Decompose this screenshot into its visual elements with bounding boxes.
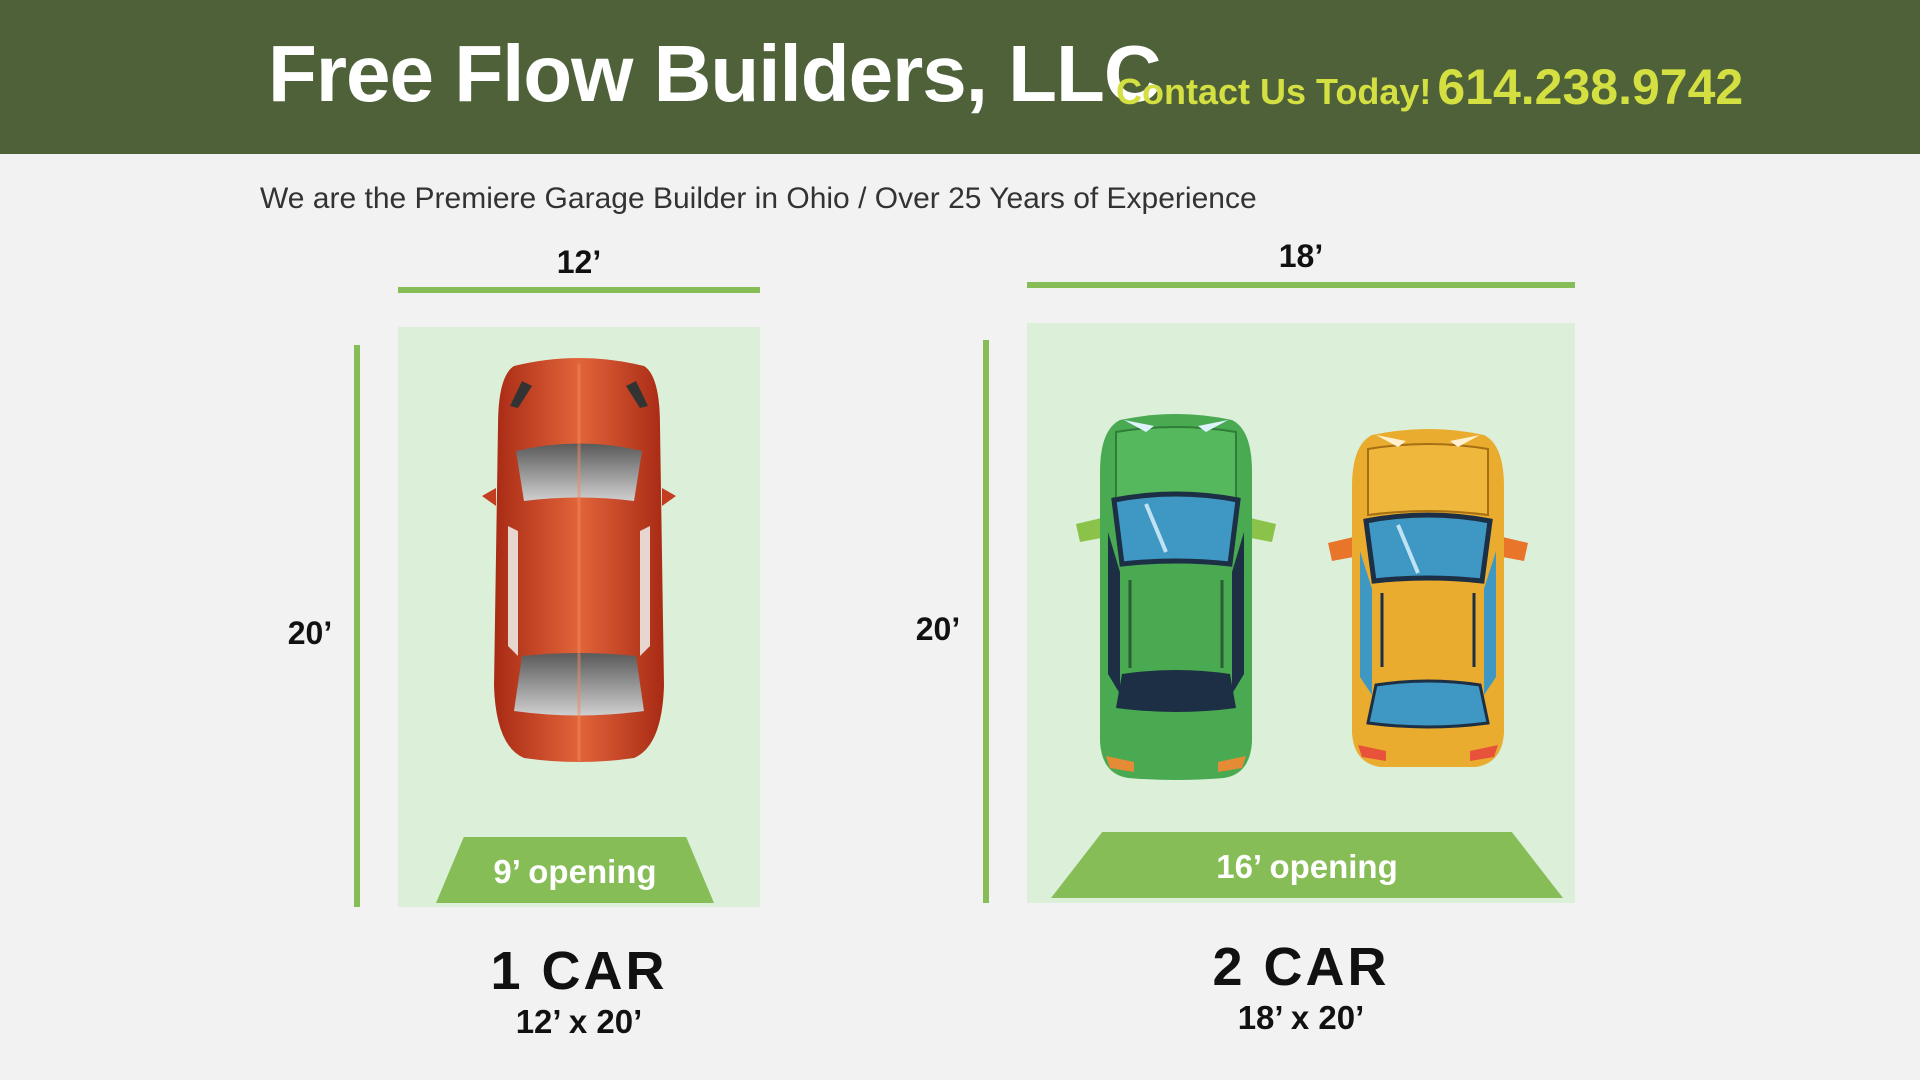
company-name: Free Flow Builders, LLC (268, 29, 1162, 118)
garage-caption: 1 CAR 12’ x 20’ (398, 940, 760, 1042)
depth-dimension-bar (983, 340, 989, 903)
tagline: We are the Premiere Garage Builder in Oh… (260, 182, 1257, 215)
green-car-icon (1076, 414, 1276, 780)
width-label: 18’ (1278, 238, 1324, 274)
opening-label: 16’ opening (1216, 848, 1398, 885)
depth-label: 20’ (915, 611, 961, 647)
width-label: 12’ (556, 244, 602, 280)
garage-title: 1 CAR (490, 941, 668, 1001)
door-opening: 9’ opening (436, 837, 714, 903)
width-dimension-bar (398, 287, 760, 293)
depth-dimension-bar (354, 345, 360, 907)
yellow-car-icon (1328, 429, 1528, 767)
garage-caption: 2 CAR 18’ x 20’ (1027, 936, 1575, 1038)
phone-number[interactable]: 614.238.9742 (1437, 59, 1744, 115)
contact-label: Contact Us Today! (1116, 71, 1432, 112)
width-dimension-bar (1027, 282, 1575, 288)
garage-title: 2 CAR (1212, 937, 1390, 997)
opening-label: 9’ opening (493, 853, 657, 890)
contact-block: Contact Us Today!614.238.9742 (1116, 58, 1743, 116)
garage-size: 18’ x 20’ (1237, 999, 1365, 1036)
door-opening: 16’ opening (1051, 832, 1563, 898)
garage-size: 12’ x 20’ (515, 1003, 643, 1040)
header-banner: Free Flow Builders, LLC Contact Us Today… (0, 0, 1920, 154)
depth-label: 20’ (287, 615, 333, 651)
red-car-icon (482, 358, 676, 762)
